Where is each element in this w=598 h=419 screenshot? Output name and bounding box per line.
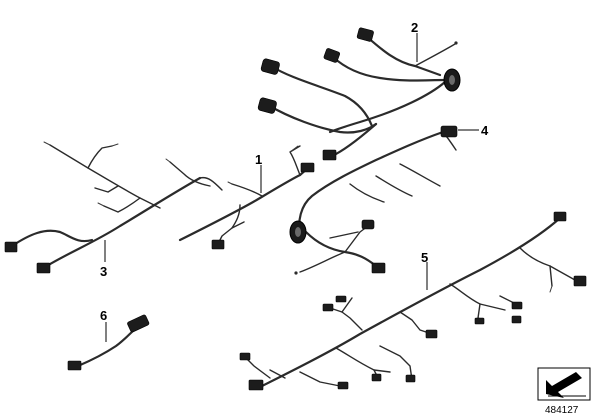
callout-2: 2 (411, 20, 418, 35)
connector (323, 48, 341, 63)
direction-arrow-icon (537, 367, 591, 401)
connector (371, 262, 386, 274)
callout-5: 5 (421, 250, 428, 265)
connector (335, 295, 347, 303)
connector (36, 262, 51, 274)
connector (322, 303, 334, 312)
connector (356, 27, 374, 42)
document-number: 484127 (545, 405, 579, 416)
connector (300, 162, 315, 173)
connector (322, 149, 337, 161)
harness-3[interactable] (4, 141, 223, 274)
callout-1: 1 (255, 152, 262, 167)
harness-5[interactable] (239, 211, 587, 391)
harness-4[interactable] (289, 125, 458, 275)
connector (474, 317, 485, 325)
harness-6[interactable] (67, 314, 150, 371)
connector (337, 381, 349, 390)
connector (511, 315, 522, 324)
connector (127, 314, 150, 333)
callout-3: 3 (100, 264, 107, 279)
connector (573, 275, 587, 287)
connector (248, 379, 264, 391)
connector (440, 125, 458, 138)
connector (260, 58, 280, 75)
harness-1[interactable] (178, 145, 315, 250)
callout-6: 6 (100, 308, 107, 323)
connector (425, 329, 438, 339)
connector (405, 374, 416, 383)
connector (211, 239, 225, 250)
connector (239, 352, 251, 361)
harness-2[interactable] (257, 27, 461, 161)
connector (553, 211, 567, 222)
connector (511, 301, 523, 310)
connector (361, 219, 375, 230)
leader-lines (104, 33, 479, 342)
connector (67, 360, 82, 371)
connector (371, 373, 382, 382)
connector (4, 241, 18, 253)
callout-4: 4 (481, 123, 489, 138)
connector (257, 97, 277, 114)
